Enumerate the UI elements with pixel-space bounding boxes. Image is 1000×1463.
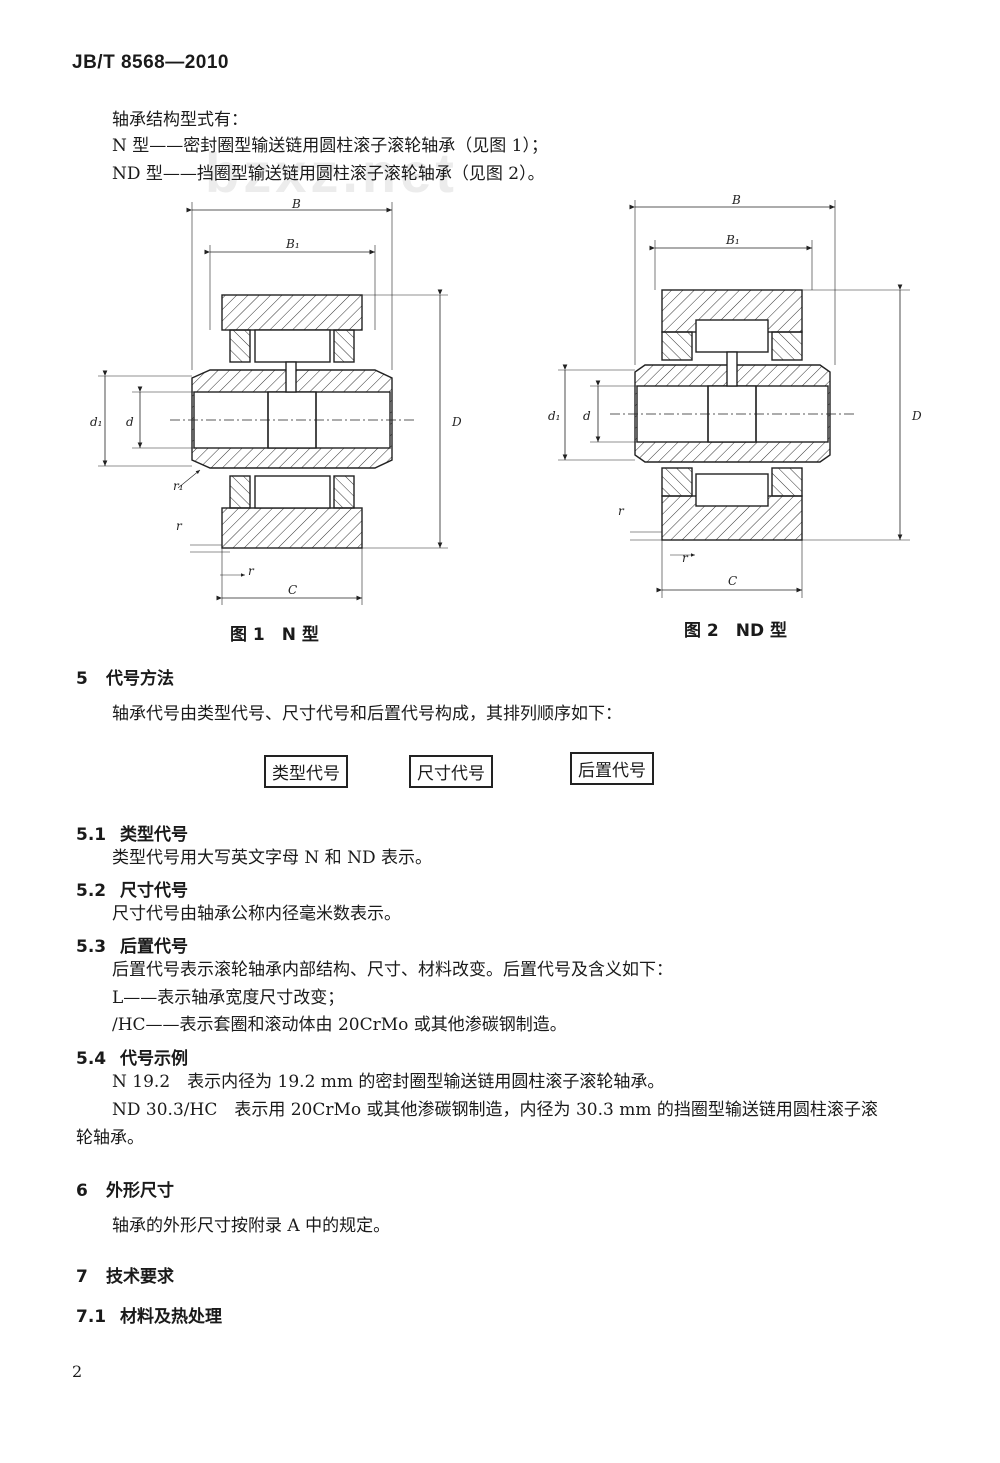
code-box-size: 尺寸代号 (409, 755, 493, 788)
section-number: 5 (76, 669, 88, 689)
section-number: 5.2 (76, 881, 107, 901)
seal (229, 475, 251, 509)
roller (695, 319, 769, 353)
label-B1: B₁ (285, 237, 300, 251)
bearing-figures: B B₁ D d d₁ r₁ r r C (90, 193, 922, 605)
section-number: 7.1 (76, 1307, 107, 1327)
intro-line: 轴承结构型式有： (112, 110, 248, 130)
label-D: D (911, 409, 922, 423)
section-title: 尺寸代号 (120, 881, 188, 901)
section-5-4-heading: 5.4 代号示例 (76, 1044, 188, 1069)
label-C: C (728, 574, 737, 588)
figure-1-drawing (98, 202, 448, 605)
intro-line: ND 型——挡圈型输送链用圆柱滚子滚轮轴承（见图 2）。 (112, 164, 545, 184)
roller (254, 475, 331, 509)
section-number: 6 (76, 1181, 88, 1201)
paragraph: 类型代号用大写英文字母 N 和 ND 表示。 (112, 848, 432, 868)
figure-2-drawing (558, 200, 910, 598)
section-title: 外形尺寸 (106, 1181, 174, 1201)
outer-ring-bottom (221, 507, 363, 549)
label-r-vertical: r (176, 519, 183, 533)
section-5-1-heading: 5.1 类型代号 (76, 820, 188, 845)
section-title: 类型代号 (120, 825, 188, 845)
paragraph: 尺寸代号由轴承公称内径毫米数表示。 (112, 904, 401, 924)
section-title: 后置代号 (120, 937, 188, 957)
retaining-ring (661, 467, 693, 497)
label-r-vertical: r (618, 504, 625, 518)
section-7-heading: 7 技术要求 (76, 1262, 174, 1287)
label-B: B (731, 193, 741, 207)
standard-number: JB/T 8568—2010 (72, 52, 229, 73)
section-title: 代号方法 (106, 669, 174, 689)
example-line: ND 30.3/HC 表示用 20CrMo 或其他渗碳钢制造，内径为 30.3 … (112, 1100, 878, 1120)
section-number: 7 (76, 1267, 88, 1287)
list-item: L——表示轴承宽度尺寸改变； (112, 988, 345, 1008)
section-number: 5.4 (76, 1049, 107, 1069)
list-item: /HC——表示套圈和滚动体由 20CrMo 或其他渗碳钢制造。 (112, 1015, 567, 1035)
label-d1: d₁ (548, 409, 561, 423)
label-B1: B₁ (725, 233, 740, 247)
label-r-horizontal: r (682, 551, 689, 565)
roller (695, 473, 769, 507)
watermark: bzxz.net (205, 141, 458, 204)
section-number: 5.1 (76, 825, 107, 845)
code-box-type: 类型代号 (264, 755, 348, 788)
seal (333, 475, 355, 509)
outer-ring-top (221, 294, 363, 331)
code-box-suffix: 后置代号 (570, 752, 654, 785)
label-d: d (583, 409, 591, 423)
section-7-1-heading: 7.1 材料及热处理 (76, 1302, 222, 1327)
section-title: 材料及热处理 (120, 1307, 222, 1327)
label-D: D (451, 415, 462, 429)
section-6-heading: 6 外形尺寸 (76, 1176, 174, 1201)
section-title: 代号示例 (120, 1049, 188, 1069)
roller (254, 329, 331, 363)
paragraph: 后置代号表示滚轮轴承内部结构、尺寸、材料改变。后置代号及含义如下： (112, 960, 673, 980)
label-d1: d₁ (90, 415, 103, 429)
section-5-heading: 5 代号方法 (76, 664, 174, 689)
retaining-ring (661, 331, 693, 361)
intro-line: N 型——密封圈型输送链用圆柱滚子滚轮轴承（见图 1）； (112, 136, 548, 156)
label-r-horizontal: r (248, 564, 255, 578)
paragraph: 轴承的外形尺寸按附录 A 中的规定。 (112, 1216, 391, 1236)
retaining-ring (771, 467, 803, 497)
seal (333, 329, 355, 363)
retaining-ring (771, 331, 803, 361)
page-number: 2 (72, 1362, 83, 1381)
seal (229, 329, 251, 363)
section-title: 技术要求 (106, 1267, 174, 1287)
label-r1: r₁ (173, 479, 184, 493)
label-C: C (288, 583, 297, 597)
section-5-2-heading: 5.2 尺寸代号 (76, 876, 188, 901)
label-B: B (291, 197, 301, 211)
example-line: N 19.2 表示内径为 19.2 mm 的密封圈型输送链用圆柱滚子滚轮轴承。 (112, 1072, 665, 1092)
example-line: 轮轴承。 (76, 1128, 144, 1148)
label-d: d (126, 415, 134, 429)
figure-2-caption: 图 2 ND 型 (684, 621, 788, 641)
section-number: 5.3 (76, 937, 107, 957)
section-5-3-heading: 5.3 后置代号 (76, 932, 188, 957)
figure-1-caption: 图 1 N 型 (230, 625, 319, 645)
paragraph: 轴承代号由类型代号、尺寸代号和后置代号构成，其排列顺序如下： (112, 704, 622, 724)
